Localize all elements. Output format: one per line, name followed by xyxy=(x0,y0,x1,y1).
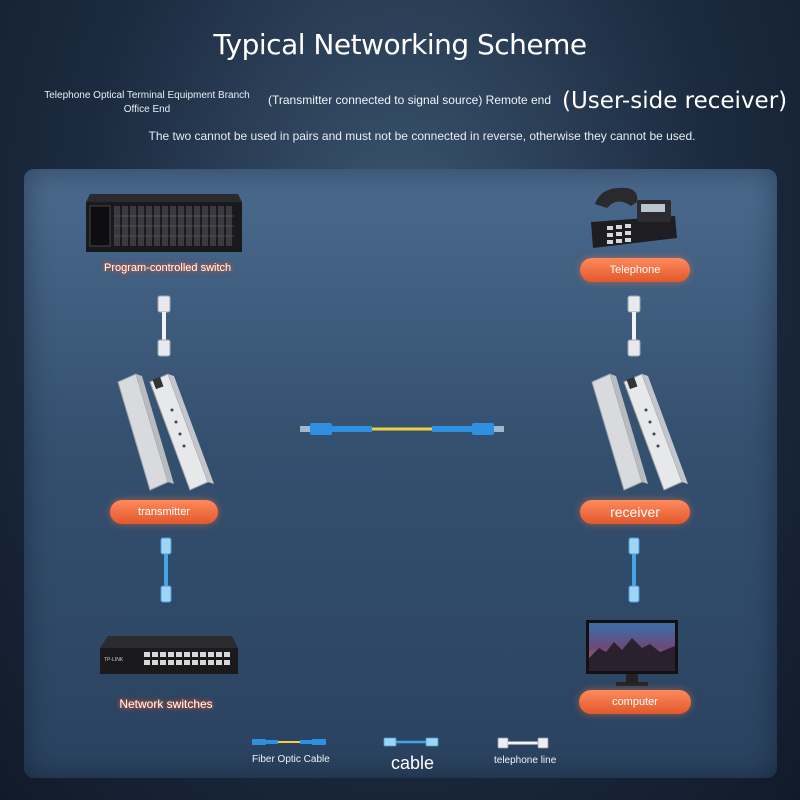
network-cable-right-icon xyxy=(628,537,640,603)
computer-pill: computer xyxy=(579,690,691,714)
program-controlled-switch-label: Program-controlled switch xyxy=(104,262,232,274)
receiver-note: (User-side receiver) xyxy=(562,88,788,114)
legend-telephone-line-label: telephone line xyxy=(494,755,557,766)
transmitter-note: (Transmitter connected to signal source)… xyxy=(268,93,552,107)
network-switch-label: Network switches xyxy=(119,697,213,711)
legend-cable-label: cable xyxy=(391,753,435,773)
legend-fiber-label: Fiber Optic Cable xyxy=(252,754,330,765)
warning-note: The two cannot be used in pairs and must… xyxy=(148,129,696,143)
legend-fiber-icon xyxy=(252,739,326,745)
program-controlled-switch-image xyxy=(86,194,242,252)
network-switch-image: TP-LINK xyxy=(100,636,238,674)
phone-line-right-icon xyxy=(627,295,641,357)
network-cable-left-icon xyxy=(160,537,172,603)
branch-office-note: Telephone Optical Terminal Equipment Bra… xyxy=(44,90,250,115)
transmitter-pill: transmitter xyxy=(110,500,218,524)
legend-cable-icon xyxy=(383,737,439,747)
fiber-optic-link xyxy=(300,423,504,435)
network-switch-brand: TP-LINK xyxy=(104,657,124,663)
receiver-pill: receiver xyxy=(580,500,690,524)
telephone-image xyxy=(591,187,677,248)
transmitter-image xyxy=(117,373,214,491)
receiver-image xyxy=(591,373,688,491)
legend-telephone-line-icon xyxy=(497,737,549,749)
page-title: Typical Networking Scheme xyxy=(213,28,587,61)
phone-line-left-icon xyxy=(157,295,171,357)
telephone-pill: Telephone xyxy=(580,258,690,282)
computer-image xyxy=(586,620,678,686)
